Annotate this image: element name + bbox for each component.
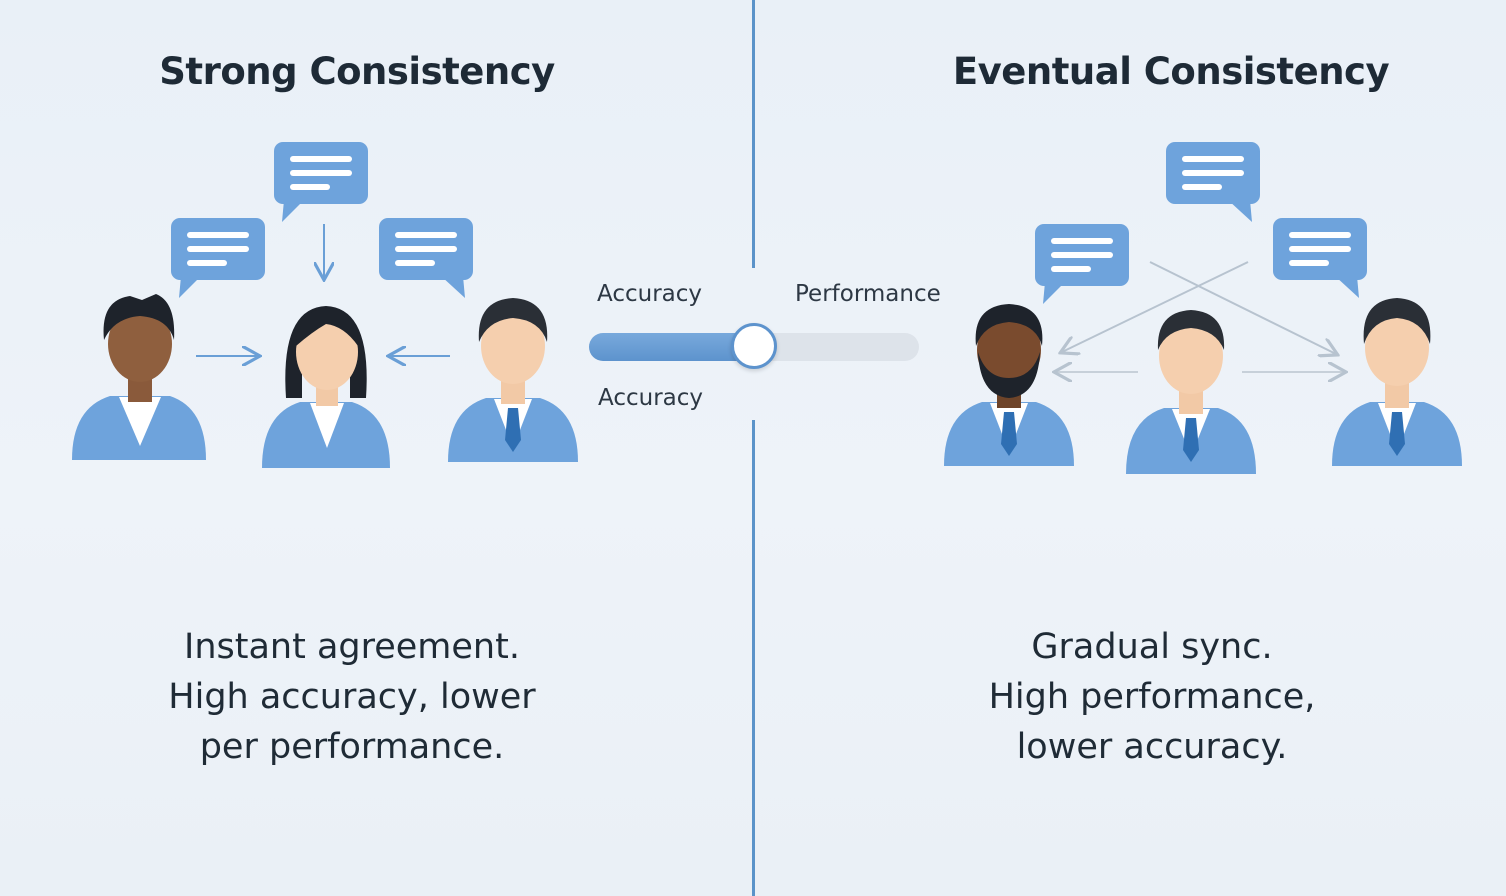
person-icon — [1332, 298, 1462, 466]
chat-bubble-icon — [274, 142, 368, 222]
person-icon — [1126, 310, 1256, 474]
chat-bubble-icon — [1273, 218, 1367, 298]
person-icon — [448, 298, 578, 462]
strong-consistency-description: Instant agreement. High accuracy, lower … — [168, 627, 536, 767]
panel-divider-top — [752, 0, 755, 268]
slider-label-accuracy-bottom: Accuracy — [598, 385, 704, 411]
arrow-icon — [1062, 261, 1249, 352]
chat-bubble-icon — [1035, 224, 1129, 304]
chat-bubble-icon — [171, 218, 265, 298]
person-icon — [944, 304, 1074, 466]
person-icon — [262, 306, 390, 468]
slider-label-performance: Performance — [795, 281, 941, 307]
tradeoff-slider-thumb[interactable] — [731, 323, 777, 369]
slider-label-accuracy-top: Accuracy — [597, 281, 703, 307]
tradeoff-slider-fill — [589, 333, 754, 361]
arrow-icon — [1149, 261, 1336, 354]
panel-divider-bottom — [752, 420, 755, 896]
chat-bubble-icon — [379, 218, 473, 298]
person-icon — [72, 294, 206, 460]
chat-bubble-icon — [1166, 142, 1260, 222]
strong-consistency-title: Strong Consistency — [159, 50, 555, 93]
eventual-consistency-description: Gradual sync. High performance, lower ac… — [988, 627, 1316, 767]
eventual-consistency-title: Eventual Consistency — [952, 50, 1390, 93]
